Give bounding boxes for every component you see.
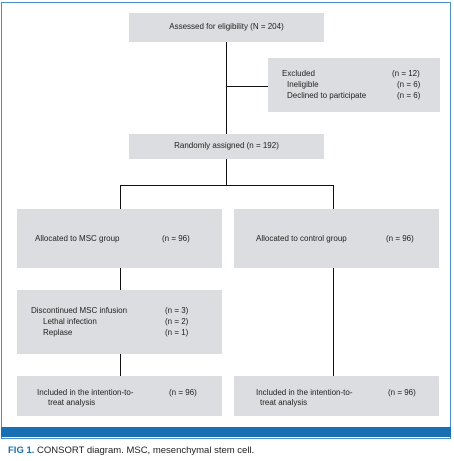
msc-group-label: Allocated to MSC group bbox=[35, 234, 120, 243]
figure-caption: FIG 1. CONSORT diagram. MSC, mesenchymal… bbox=[8, 445, 254, 456]
declined-label: Declined to participate bbox=[287, 91, 367, 100]
itt-msc-box: Included in the intention-to- treat anal… bbox=[17, 376, 222, 416]
excluded-label: Excluded bbox=[282, 69, 315, 78]
connector-msc-to-discontinued bbox=[120, 268, 121, 290]
discontinued-box: Discontinued MSC infusion (n = 3) Lethal… bbox=[17, 290, 222, 354]
connector-randomized-down bbox=[226, 159, 227, 185]
itt-msc-count: (n = 96) bbox=[169, 388, 197, 397]
assessed-box: Assessed for eligibility (N = 204) bbox=[129, 13, 324, 42]
assessed-label: Assessed for eligibility (N = 204) bbox=[169, 22, 284, 31]
itt-msc-line1: Included in the intention-to- bbox=[37, 388, 134, 397]
itt-control-line1: Included in the intention-to- bbox=[256, 388, 353, 397]
discontinued-count: (n = 3) bbox=[165, 306, 189, 315]
itt-control-line2: treat analysis bbox=[260, 398, 308, 407]
msc-group-box: Allocated to MSC group (n = 96) bbox=[17, 209, 222, 268]
figure-bottom-band bbox=[1, 427, 451, 437]
excluded-box: Excluded (n = 12) Ineligible (n = 6) Dec… bbox=[268, 58, 440, 112]
replase-count: (n = 1) bbox=[165, 328, 189, 337]
excluded-count: (n = 12) bbox=[392, 69, 420, 78]
connector-split-left bbox=[120, 185, 121, 209]
discontinued-label: Discontinued MSC infusion bbox=[31, 306, 128, 315]
connector-split-horizontal bbox=[120, 185, 334, 186]
randomized-label: Randomly assigned (n = 192) bbox=[174, 141, 279, 150]
ineligible-label: Ineligible bbox=[287, 80, 319, 89]
figure-caption-label: FIG 1. bbox=[8, 445, 35, 456]
lethal-infection-count: (n = 2) bbox=[165, 317, 189, 326]
ineligible-count: (n = 6) bbox=[397, 80, 421, 89]
declined-count: (n = 6) bbox=[397, 91, 421, 100]
itt-control-count: (n = 96) bbox=[388, 388, 416, 397]
control-group-box: Allocated to control group (n = 96) bbox=[234, 209, 439, 268]
connector-assessed-to-randomized bbox=[226, 42, 227, 134]
randomized-box: Randomly assigned (n = 192) bbox=[129, 134, 324, 159]
connector-to-excluded bbox=[226, 86, 268, 87]
connector-discontinued-to-itt bbox=[120, 354, 121, 376]
replase-label: Replase bbox=[43, 328, 73, 337]
itt-msc-line2: treat analysis bbox=[48, 398, 96, 407]
msc-group-count: (n = 96) bbox=[162, 234, 190, 243]
itt-control-box: Included in the intention-to- treat anal… bbox=[234, 376, 439, 416]
connector-control-to-itt bbox=[333, 268, 334, 376]
lethal-infection-label: Lethal infection bbox=[43, 317, 97, 326]
control-group-count: (n = 96) bbox=[386, 234, 414, 243]
control-group-label: Allocated to control group bbox=[256, 234, 347, 243]
connector-split-right bbox=[333, 185, 334, 209]
figure-caption-text: CONSORT diagram. MSC, mesenchymal stem c… bbox=[37, 445, 255, 456]
